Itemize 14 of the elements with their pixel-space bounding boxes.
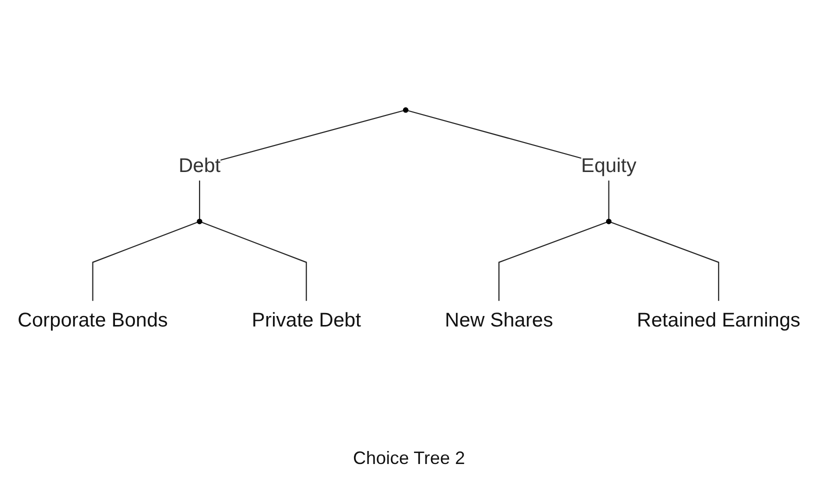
node-dot bbox=[196, 219, 202, 225]
connector bbox=[498, 222, 607, 302]
node-label: New Shares bbox=[444, 308, 554, 332]
edge-label: Debt bbox=[178, 154, 221, 177]
connector bbox=[92, 222, 198, 302]
node-label: Private Debt bbox=[252, 308, 361, 332]
node-dot bbox=[606, 219, 612, 225]
edge-label: Equity bbox=[581, 154, 636, 177]
connector bbox=[201, 222, 307, 302]
node-label: Retained Earnings bbox=[636, 308, 800, 332]
node-label: Corporate Bonds bbox=[18, 308, 168, 332]
caption: Choice Tree 2 bbox=[352, 448, 466, 469]
connector bbox=[610, 222, 720, 302]
node-dot bbox=[402, 108, 408, 114]
